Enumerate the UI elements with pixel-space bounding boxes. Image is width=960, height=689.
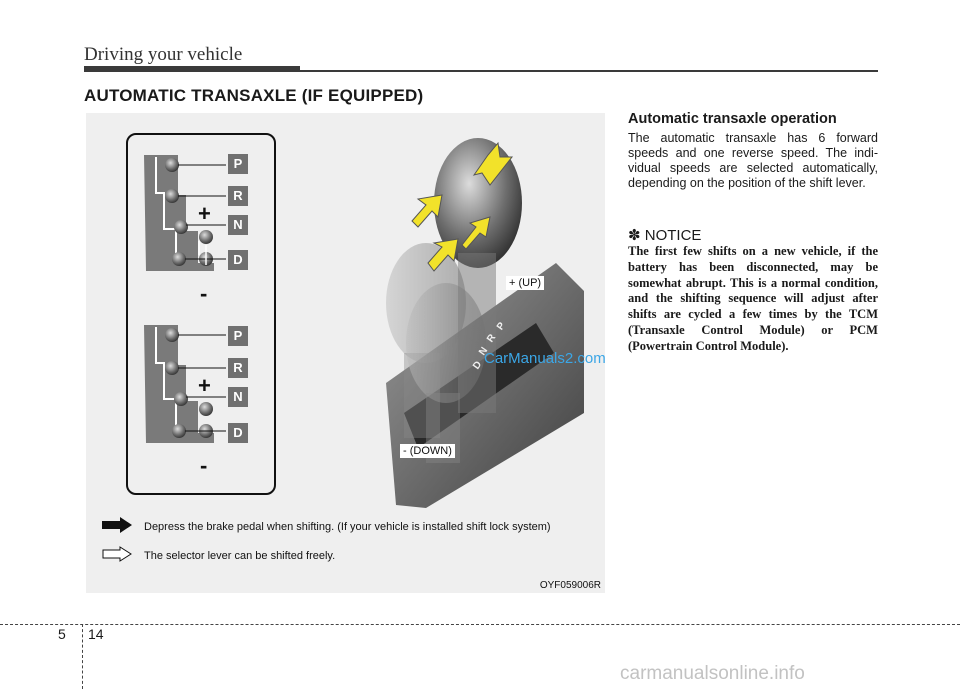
site-watermark: carmanualsonline.info bbox=[620, 663, 805, 684]
gate-diagram-bottom bbox=[144, 325, 226, 443]
header-title: Driving your vehicle bbox=[84, 44, 243, 65]
gear-d-top: D bbox=[228, 250, 248, 270]
gate-diagram-top bbox=[144, 155, 226, 271]
page-number: 14 bbox=[88, 626, 104, 642]
header-rule-thin bbox=[300, 70, 878, 72]
section-title: AUTOMATIC TRANSAXLE (IF EQUIPPED) bbox=[84, 86, 424, 105]
gear-d-bottom: D bbox=[228, 423, 248, 443]
legend-outline-text: The selector lever can be shifted freely… bbox=[144, 550, 336, 562]
subtitle: Automatic transaxle operation bbox=[628, 111, 837, 127]
plus-sign-top: + bbox=[198, 201, 211, 226]
body-paragraph: The automatic transaxle has 6 forward sp… bbox=[628, 131, 878, 190]
shift-figure: P R N D + - P R N D + - P R N D + (UP) -… bbox=[86, 113, 606, 593]
notice-paragraph: The first few shifts on a new vehicle, i… bbox=[628, 244, 878, 353]
watermark: CarManuals2.com bbox=[484, 350, 606, 367]
gear-p-bottom: P bbox=[228, 326, 248, 346]
gear-p-top: P bbox=[228, 154, 248, 174]
minus-sign-top: - bbox=[200, 281, 208, 306]
gear-n-top: N bbox=[228, 215, 248, 235]
header-rule-thick bbox=[84, 66, 300, 72]
outline-arrow-icon bbox=[102, 546, 132, 562]
notice-title: ✽ NOTICE bbox=[628, 227, 702, 244]
footer-rule bbox=[0, 624, 960, 625]
section-number: 5 bbox=[58, 626, 66, 642]
plus-sign-bottom: + bbox=[198, 373, 211, 398]
down-label: - (DOWN) bbox=[400, 444, 455, 458]
direction-arrow-icons bbox=[411, 141, 514, 272]
solid-arrow-icon bbox=[102, 517, 132, 533]
footer-divider bbox=[82, 624, 83, 689]
figure-code: OYF059006R bbox=[539, 580, 601, 591]
up-label: + (UP) bbox=[506, 276, 545, 290]
minus-sign-bottom: - bbox=[200, 453, 208, 478]
gear-r-bottom: R bbox=[228, 358, 248, 378]
gear-r-top: R bbox=[228, 186, 248, 206]
legend-solid-text: Depress the brake pedal when shifting. (… bbox=[144, 521, 551, 533]
gear-n-bottom: N bbox=[228, 387, 248, 407]
